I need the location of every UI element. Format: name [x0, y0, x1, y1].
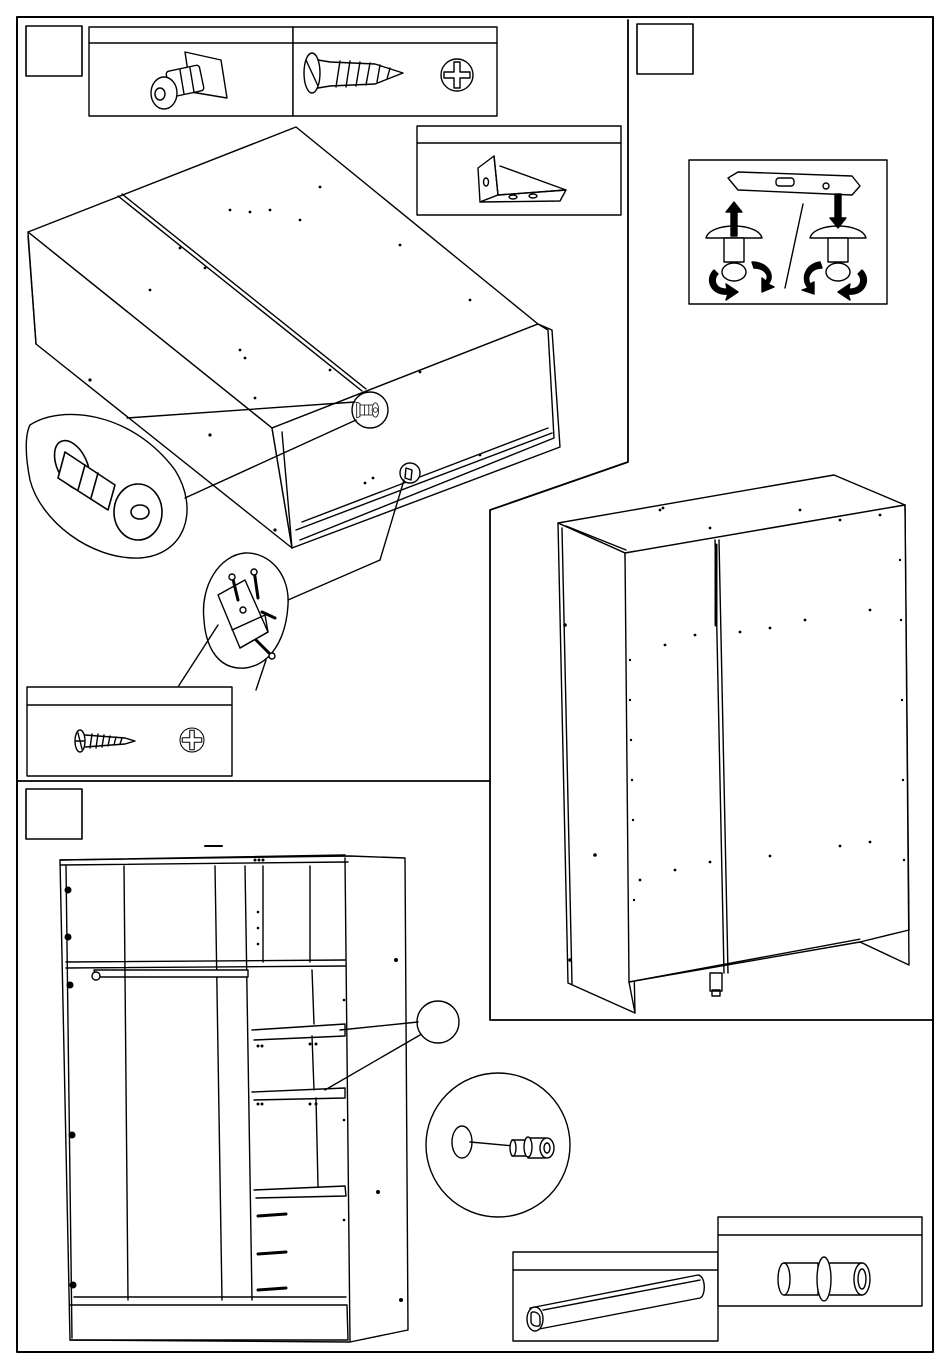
cabinet-standing [558, 475, 909, 1013]
part-box-countersunk-screw [293, 27, 497, 116]
phillips-head-icon [180, 728, 204, 752]
step-1-box [26, 26, 82, 76]
step-2-box [637, 24, 693, 74]
cabinet-front-view [60, 846, 408, 1342]
step-3-box [26, 789, 82, 839]
shelf-pin-large-icon [778, 1257, 870, 1301]
part-box-adjustable-foot [89, 27, 293, 116]
levelling-detail-box [689, 160, 887, 304]
part-box-shelf-pin [718, 1217, 922, 1306]
part-box-wood-screw [27, 687, 232, 776]
shelf-pin-icon [510, 1137, 554, 1158]
part-box-hanging-rail [513, 1252, 718, 1341]
part-box-angle-bracket [417, 126, 621, 215]
phillips-head-icon [441, 59, 473, 91]
